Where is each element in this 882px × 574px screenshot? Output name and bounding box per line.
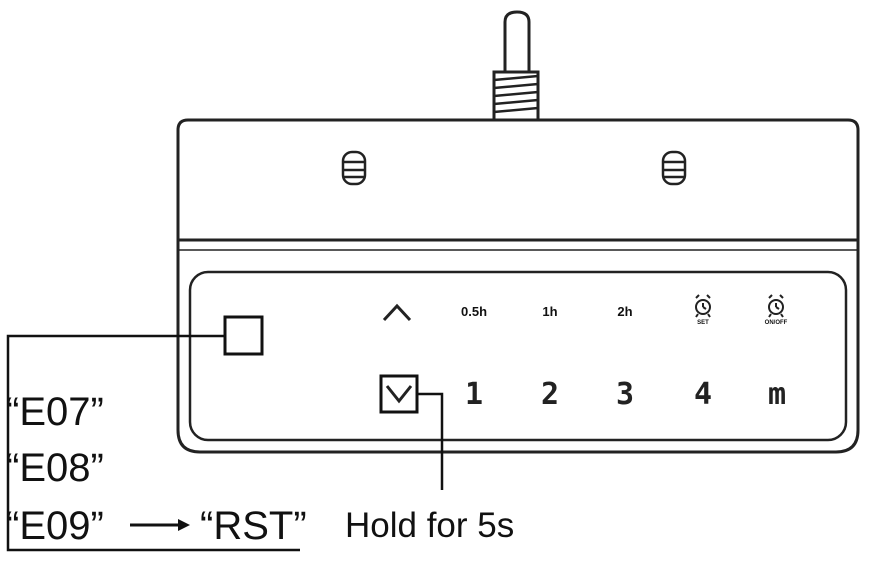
timer-button-1h[interactable]: 1h [542,304,558,319]
display-window [223,315,264,356]
up-arrow-icon [382,303,412,322]
result-code-rst: “RST” [200,504,307,548]
alarm-onoff-icon [768,294,784,318]
alarm-set-label[interactable]: SET [697,320,709,326]
down-button-callout-line [417,392,444,490]
memory-button-1[interactable]: 1 [464,377,484,412]
arrow-right-icon [130,519,190,531]
memory-button-2[interactable]: 2 [540,377,560,412]
error-code-e08: “E08” [6,446,104,490]
memory-button-m[interactable]: m [767,377,787,412]
alarm-set-icon [695,294,711,318]
display-callout-line [6,334,300,552]
memory-button-4[interactable]: 4 [693,377,713,412]
timer-button-2h[interactable]: 2h [617,304,633,319]
screw-left [341,150,367,186]
error-code-e09: “E09” [6,504,104,548]
down-arrow-icon [385,385,413,404]
cable [492,10,540,122]
alarm-onoff-label[interactable]: ON/OFF [764,320,788,326]
controller-housing [176,118,860,454]
memory-button-3[interactable]: 3 [615,377,635,412]
screw-right [661,150,687,186]
hold-instruction: Hold for 5s [345,506,515,545]
timer-button-0-5h[interactable]: 0.5h [460,304,488,319]
error-code-e07: “E07” [6,390,104,434]
down-button-highlight [379,374,419,414]
